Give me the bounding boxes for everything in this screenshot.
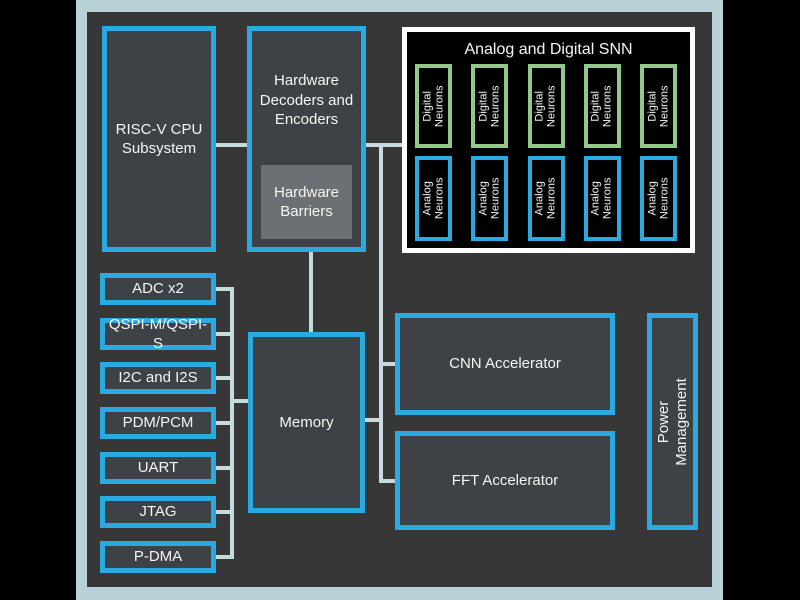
peripheral-jtag: JTAG [100, 496, 216, 528]
peripheral-pdma: P-DMA [100, 541, 216, 573]
connector-bus-memory [230, 399, 248, 403]
fft-label: FFT Accelerator [451, 471, 559, 489]
block-hardware-decoders: Hardware Decoders and Encoders [247, 26, 366, 252]
peripheral-pdm-pcm: PDM/PCM [100, 407, 216, 439]
pdma-label: P-DMA [133, 548, 183, 566]
digital-neuron-1: Digital Neurons [415, 64, 452, 148]
digital-neuron-4: Digital Neurons [583, 64, 621, 148]
connector-bus-fft [379, 479, 395, 483]
block-hardware-barriers: Hardware Barriers [261, 165, 352, 239]
connector-pdma-bus [216, 555, 234, 559]
analog-neuron-5: Analog Neurons [640, 156, 677, 241]
peripheral-qspi: QSPI-M/QSPI-S [100, 316, 216, 352]
connector-decoders-memory [309, 252, 313, 332]
connector-uart-bus [216, 466, 234, 470]
digital-neuron-2: Digital Neurons [471, 64, 509, 148]
peripheral-uart: UART [100, 452, 216, 484]
block-fft-accelerator: FFT Accelerator [395, 431, 615, 530]
connector-i2c-bus [216, 376, 234, 380]
qspi-label: QSPI-M/QSPI-S [108, 315, 208, 353]
cnn-label: CNN Accelerator [449, 355, 561, 373]
digital-neuron-row: Digital Neurons Digital Neurons Digital … [415, 64, 677, 148]
memory-label: Memory [279, 413, 334, 431]
block-power-management: Power Management [647, 313, 698, 530]
peripheral-adc: ADC x2 [100, 273, 216, 305]
analog-neuron-4: Analog Neurons [583, 156, 621, 241]
connector-memory-bus [365, 418, 383, 422]
block-memory: Memory [248, 332, 365, 513]
connector-riscv-decoders [216, 143, 247, 147]
i2c-label: I2C and I2S [118, 369, 198, 387]
uart-label: UART [137, 459, 179, 477]
connector-decoders-snn [366, 143, 404, 147]
analog-neuron-3: Analog Neurons [527, 156, 565, 241]
connector-bus-cnn [379, 362, 395, 366]
analog-neuron-1: Analog Neurons [415, 156, 452, 241]
digital-neuron-5: Digital Neurons [640, 64, 677, 148]
analog-neuron-row: Analog Neurons Analog Neurons Analog Neu… [415, 156, 677, 241]
block-riscv-cpu: RISC-V CPU Subsystem [102, 26, 216, 252]
adc-label: ADC x2 [132, 280, 184, 298]
analog-neuron-2: Analog Neurons [471, 156, 509, 241]
connector-jtag-bus [216, 510, 234, 514]
connector-pdm-bus [216, 421, 234, 425]
power-label: Power Management [654, 377, 690, 466]
connector-qspi-bus [216, 332, 234, 336]
block-cnn-accelerator: CNN Accelerator [395, 313, 615, 415]
pdm-label: PDM/PCM [122, 414, 194, 432]
snn-title: Analog and Digital SNN [464, 41, 633, 58]
decoders-label: Hardware Decoders and Encoders [259, 72, 354, 128]
connector-adc-bus [216, 287, 234, 291]
right-bus-line [379, 145, 383, 483]
jtag-label: JTAG [139, 503, 177, 521]
peripheral-i2c-i2s: I2C and I2S [100, 362, 216, 394]
digital-neuron-3: Digital Neurons [527, 64, 565, 148]
barriers-label: Hardware Barriers [273, 183, 340, 221]
riscv-label: RISC-V CPU Subsystem [115, 120, 203, 158]
